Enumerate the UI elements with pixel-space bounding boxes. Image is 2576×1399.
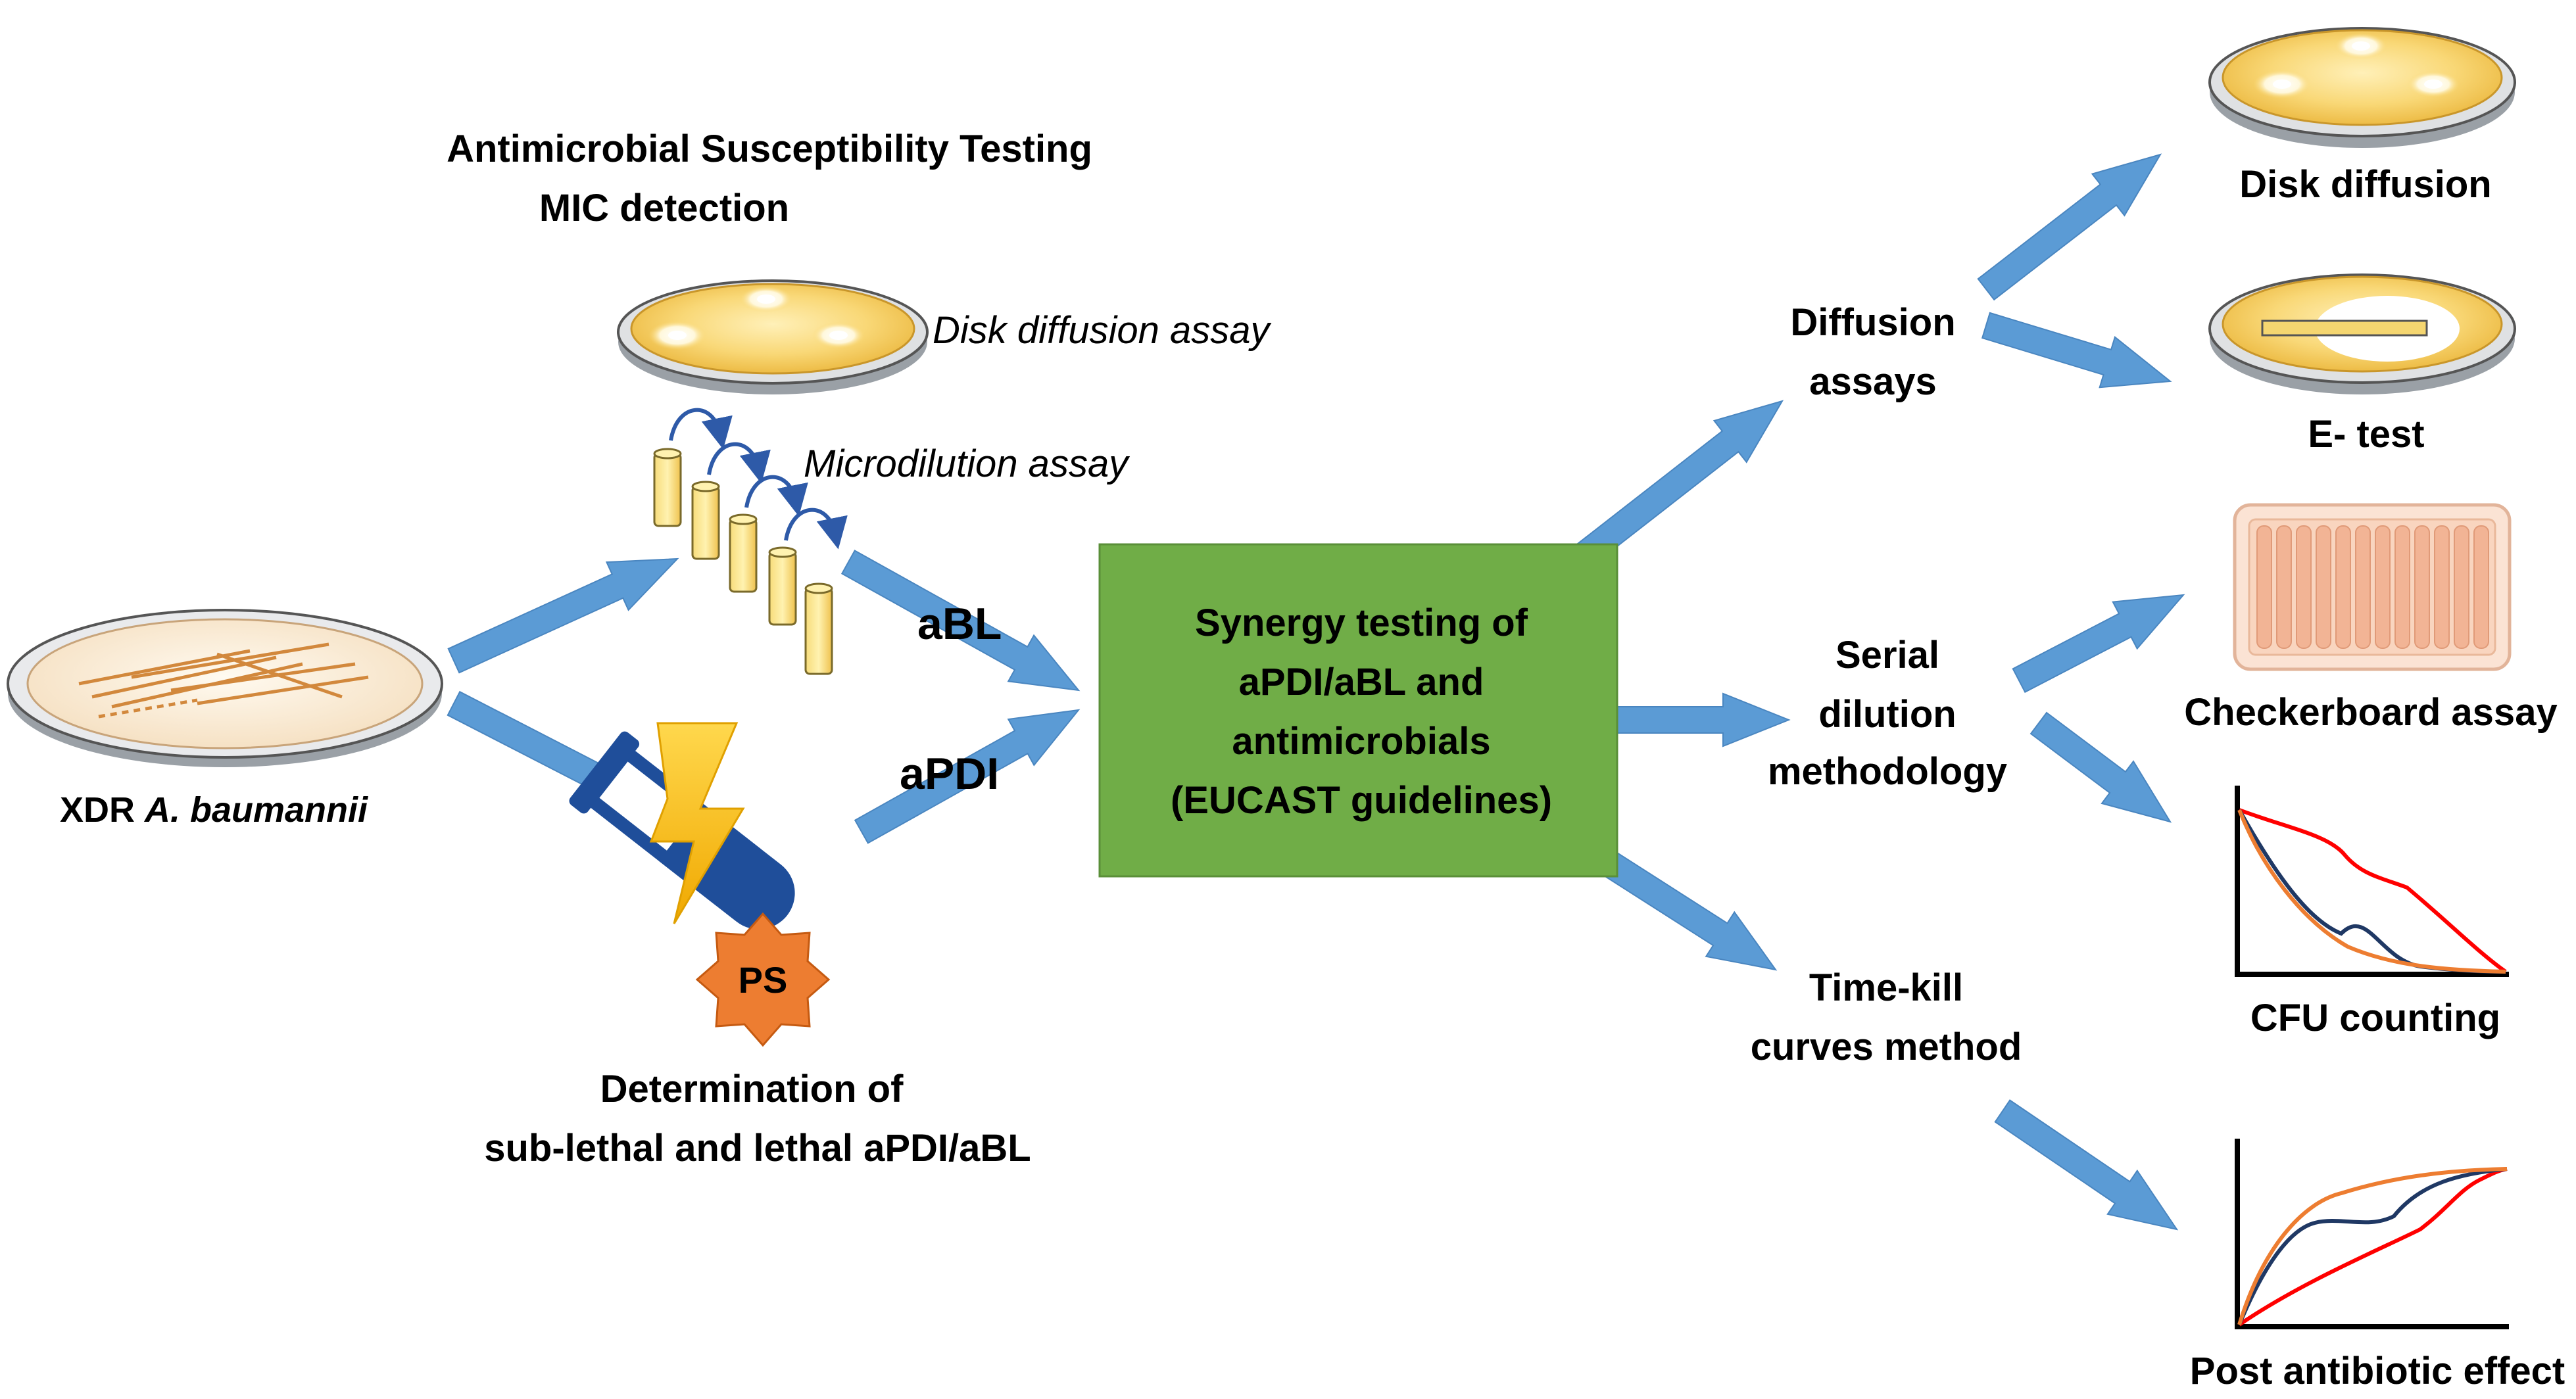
pae-label: Post antibiotic effect bbox=[2190, 1350, 2565, 1392]
photodynamic-illustration: PS bbox=[569, 722, 831, 1047]
cfu-orange-curve bbox=[2237, 809, 2506, 974]
micro-assay-label: Microdilution assay bbox=[804, 442, 1130, 485]
pae-red-curve bbox=[2238, 1167, 2508, 1327]
cfu-counting-graph bbox=[2235, 786, 2509, 977]
checkerboard-wells bbox=[2256, 525, 2489, 649]
organism-label: XDR A. baumannii bbox=[60, 790, 368, 830]
well-column bbox=[2335, 525, 2351, 649]
disk-assay-label: Disk diffusion assay bbox=[933, 309, 1272, 352]
diffusion-line1: Diffusion bbox=[1790, 301, 1955, 344]
apdi-label: aPDI bbox=[900, 749, 999, 799]
ast-title-line1: Antimicrobial Susceptibility Testing bbox=[447, 128, 1092, 170]
determination-line1: Determination of bbox=[600, 1068, 904, 1110]
arrow-diffusion-to-etest bbox=[1981, 312, 2172, 389]
serial-line3: methodology bbox=[1768, 750, 2007, 793]
serial-line2: dilution bbox=[1818, 693, 1956, 736]
well-column bbox=[2473, 525, 2489, 649]
arrow-micro-to-box bbox=[840, 550, 1081, 692]
microdilution-tubes bbox=[653, 408, 848, 675]
etest-plate bbox=[2208, 273, 2516, 394]
well-column bbox=[2394, 525, 2410, 649]
box-line3: antimicrobials bbox=[1232, 720, 1490, 763]
disk-diffusion-plate-small bbox=[617, 279, 929, 394]
diffusion-line2: assays bbox=[1809, 360, 1937, 403]
box-line2: aPDI/aBL and bbox=[1239, 661, 1484, 703]
etest-label: E- test bbox=[2308, 413, 2424, 456]
well-column bbox=[2276, 525, 2292, 649]
ps-star-icon: PS bbox=[695, 912, 831, 1047]
arrow-apdi-to-box bbox=[854, 709, 1081, 844]
petri-dish-xdr bbox=[7, 609, 443, 767]
cfu-label: CFU counting bbox=[2250, 997, 2500, 1039]
bacterial-streaks bbox=[78, 642, 369, 719]
well-column bbox=[2296, 525, 2312, 649]
disk-diffusion-label: Disk diffusion bbox=[2239, 163, 2491, 206]
well-column bbox=[2375, 525, 2391, 649]
checkerboard-plate bbox=[2233, 503, 2512, 671]
lightning-icon bbox=[649, 722, 745, 924]
well-column bbox=[2434, 525, 2450, 649]
box-line1: Synergy testing of bbox=[1195, 602, 1528, 644]
pae-navy-curve bbox=[2237, 1167, 2508, 1326]
arrow-timekill-to-pae bbox=[1994, 1099, 2179, 1231]
well-column bbox=[2256, 525, 2272, 649]
well-column bbox=[2316, 525, 2331, 649]
well-column bbox=[2454, 525, 2469, 649]
arrow-diffusion-to-disk bbox=[1977, 153, 2162, 301]
checkerboard-label: Checkerboard assay bbox=[2184, 691, 2557, 734]
arrow-box-to-diffusion bbox=[1549, 400, 1784, 587]
determination-line2: sub-lethal and lethal aPDI/aBL bbox=[484, 1127, 1031, 1170]
well-column bbox=[2414, 525, 2430, 649]
synergy-testing-box: Synergy testing of aPDI/aBL and antimicr… bbox=[1098, 543, 1618, 878]
ast-title-line2: MIC detection bbox=[539, 187, 789, 229]
pae-orange-curve bbox=[2237, 1167, 2508, 1325]
box-line4: (EUCAST guidelines) bbox=[1171, 779, 1552, 822]
cfu-red-curve bbox=[2238, 808, 2507, 974]
timekill-line2: curves method bbox=[1751, 1026, 2022, 1068]
well-column bbox=[2355, 525, 2371, 649]
ps-label: PS bbox=[739, 959, 788, 1001]
cfu-navy-curve bbox=[2237, 809, 2506, 974]
abl-label: aBL bbox=[917, 599, 1002, 649]
arrow-serial-to-cfu bbox=[2029, 711, 2172, 823]
arrow-serial-to-checker bbox=[2012, 594, 2185, 694]
pae-graph bbox=[2235, 1139, 2509, 1329]
serial-line1: Serial bbox=[1835, 634, 1939, 676]
disk-diffusion-plate-large bbox=[2208, 27, 2516, 148]
arrow-dish-to-micro bbox=[447, 557, 679, 674]
timekill-line1: Time-kill bbox=[1809, 966, 1963, 1009]
flow-arrows bbox=[447, 153, 2185, 1231]
